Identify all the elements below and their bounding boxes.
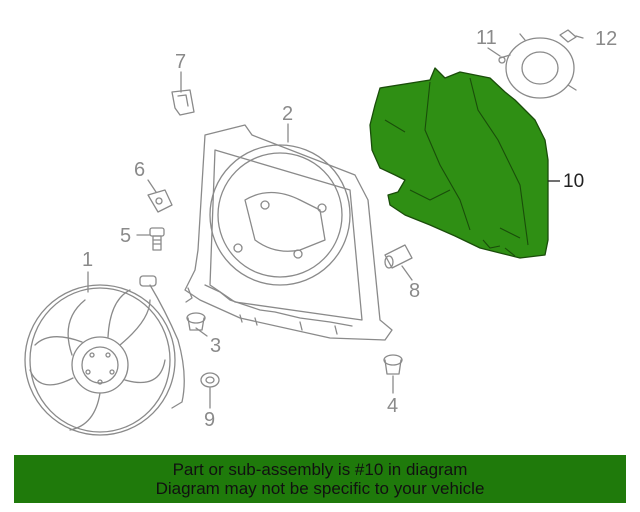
fan-shroud-frame <box>184 124 393 341</box>
grommet-part-3 <box>186 312 206 331</box>
callout-9: 9 <box>204 409 216 431</box>
callout-5: 5 <box>120 225 132 247</box>
clip-part-7 <box>171 89 195 116</box>
fan-assembly <box>24 275 185 436</box>
callout-4: 4 <box>387 395 399 417</box>
callout-2: 2 <box>282 103 294 125</box>
callout-3: 3 <box>210 335 222 357</box>
highlighted-shroud-part-10 <box>369 67 560 259</box>
clip-part-12 <box>559 29 577 43</box>
callout-1: 1 <box>82 249 94 271</box>
spacer-part-8 <box>384 244 413 269</box>
callout-6: 6 <box>134 159 146 181</box>
motor-part-11 <box>498 33 577 99</box>
callout-7: 7 <box>175 51 187 73</box>
banner-line-1: Part or sub-assembly is #10 in diagram <box>172 460 468 479</box>
callout-11: 11 <box>476 27 497 49</box>
leader-lines <box>87 35 584 409</box>
callout-12: 12 <box>595 28 618 50</box>
banner-line-2: Diagram may not be specific to your vehi… <box>155 479 485 498</box>
parts-diagram <box>24 29 584 436</box>
callout-10: 10 <box>563 171 585 192</box>
grommet-part-9 <box>200 372 220 388</box>
grommet-part-4 <box>383 354 403 375</box>
info-banner: Part or sub-assembly is #10 in diagram D… <box>14 455 626 503</box>
nut-part-6 <box>147 189 173 213</box>
callout-8: 8 <box>409 280 421 302</box>
bolt-part-5 <box>149 227 165 251</box>
